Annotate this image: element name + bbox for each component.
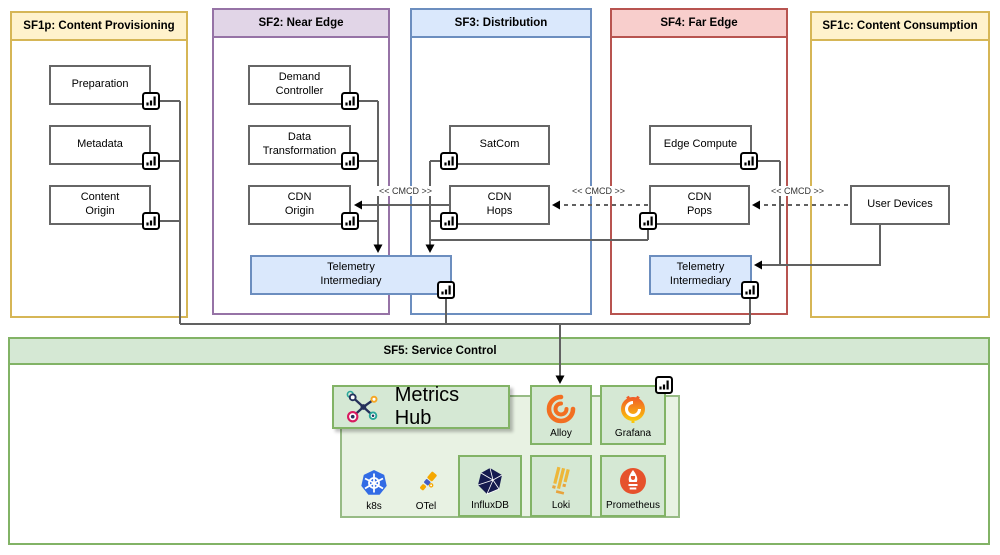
telemetry-probe-icon bbox=[639, 212, 657, 230]
metrics-hub-label: Metrics Hub bbox=[394, 384, 460, 429]
node-cdn-hops: CDN Hops bbox=[449, 185, 550, 225]
lane-sf1p-title: SF1p: Content Provisioning bbox=[12, 13, 186, 41]
prometheus-icon bbox=[620, 468, 646, 494]
lane-sf1c-title: SF1c: Content Consumption bbox=[812, 13, 988, 41]
telemetry-probe-icon bbox=[437, 281, 455, 299]
telemetry-probe-icon bbox=[142, 152, 160, 170]
telemetry-probe-icon bbox=[440, 212, 458, 230]
loki-icon bbox=[552, 466, 570, 495]
telemetry-probe-icon bbox=[740, 152, 758, 170]
telemetry-probe-icon bbox=[341, 92, 359, 110]
tool-prometheus: Prometheus bbox=[600, 455, 666, 517]
node-metadata: Metadata bbox=[49, 125, 151, 165]
node-demand-controller: Demand Controller bbox=[248, 65, 351, 105]
metrics-hub: Metrics Hub bbox=[332, 384, 510, 429]
metrics-hub-icon bbox=[346, 390, 378, 423]
tool-otel-label: OTel bbox=[415, 501, 437, 512]
node-edge-compute: Edge Compute bbox=[649, 125, 752, 165]
node-cdn-origin: CDN Origin bbox=[248, 185, 351, 225]
lane-sf1c: SF1c: Content Consumption bbox=[810, 11, 990, 318]
lane-sf2-title: SF2: Near Edge bbox=[214, 10, 388, 38]
tool-grafana-label: Grafana bbox=[614, 428, 652, 439]
cmcd-label-near: << CMCD >> bbox=[377, 186, 435, 196]
lane-sf5-title: SF5: Service Control bbox=[10, 339, 988, 365]
node-data-transformation: Data Transformation bbox=[248, 125, 351, 165]
tool-grafana: Grafana bbox=[600, 385, 666, 445]
telemetry-probe-icon bbox=[142, 212, 160, 230]
node-user-devices: User Devices bbox=[850, 185, 950, 225]
lane-sf5-title-text: SF5: Service Control bbox=[383, 345, 497, 357]
telemetry-probe-icon bbox=[741, 281, 759, 299]
telemetry-probe-icon bbox=[655, 376, 673, 394]
tool-influxdb: InfluxDB bbox=[458, 455, 522, 517]
tool-k8s-label: k8s bbox=[366, 501, 382, 512]
telemetry-probe-icon bbox=[341, 152, 359, 170]
tool-otel: OTel bbox=[400, 458, 452, 512]
influxdb-icon bbox=[477, 467, 503, 495]
lane-sf3-title: SF3: Distribution bbox=[412, 10, 590, 38]
tool-loki: Loki bbox=[530, 455, 592, 517]
node-telemetry-intermediary-far: Telemetry Intermediary bbox=[649, 255, 752, 295]
tool-k8s: k8s bbox=[348, 458, 400, 512]
node-cdn-pops: CDN Pops bbox=[649, 185, 750, 225]
tool-loki-label: Loki bbox=[551, 500, 571, 511]
tool-prometheus-label: Prometheus bbox=[606, 500, 660, 511]
telemetry-probe-icon bbox=[142, 92, 160, 110]
alloy-icon bbox=[546, 394, 576, 424]
tool-influxdb-label: InfluxDB bbox=[471, 500, 509, 511]
node-telemetry-intermediary-near: Telemetry Intermediary bbox=[250, 255, 452, 295]
otel-icon bbox=[420, 471, 437, 491]
cmcd-label-far: << CMCD >> bbox=[769, 186, 827, 196]
telemetry-probe-icon bbox=[341, 212, 359, 230]
cmcd-label-mid: << CMCD >> bbox=[570, 186, 628, 196]
lane-sf4-title: SF4: Far Edge bbox=[612, 10, 786, 38]
node-satcom: SatCom bbox=[449, 125, 550, 165]
node-content-origin: Content Origin bbox=[49, 185, 151, 225]
k8s-icon bbox=[361, 470, 387, 495]
node-preparation: Preparation bbox=[49, 65, 151, 105]
grafana-icon bbox=[621, 395, 645, 423]
tool-alloy-label: Alloy bbox=[550, 428, 572, 439]
telemetry-probe-icon bbox=[440, 152, 458, 170]
tool-alloy: Alloy bbox=[530, 385, 592, 445]
